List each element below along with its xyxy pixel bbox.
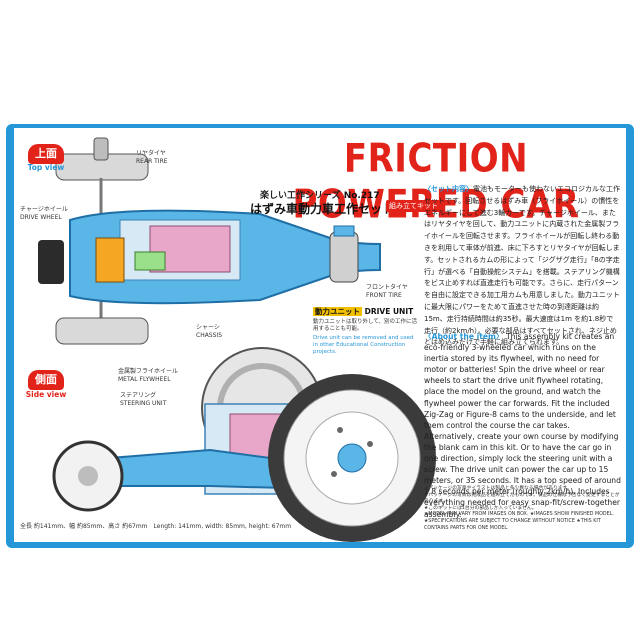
about-label: 〈About the item〉	[424, 332, 504, 341]
steering-unit-label: ステアリング STEERING UNIT	[120, 392, 166, 408]
top-view-jp: 上面	[28, 144, 64, 164]
jp-description-label: 〈セット内容〉	[424, 185, 473, 193]
jp-description: 〈セット内容〉電池もモーターも使わないエコロジカルな工作セットです。回転させるは…	[424, 184, 620, 349]
drive-wheel-label-jp: チャージホイール	[20, 206, 68, 213]
fine-print-line: ★パッケージの写真は完成品を組み立てたものです。製品の仕様は予告なく変更すること…	[424, 492, 620, 505]
drive-unit-heading-en: DRIVE UNIT	[364, 307, 414, 316]
metal-flywheel-label-en: METAL FLYWHEEL	[118, 376, 171, 383]
fine-print-line: ★パッケージの写真やイラストは製品と多少異なる場合があります。	[424, 486, 572, 491]
about-the-item: 〈About the item〉 This assembly kit creat…	[424, 331, 622, 520]
rear-tire-label-en: REAR TIRE	[136, 158, 168, 165]
about-text: This assembly kit creates an eco-friendl…	[424, 332, 621, 519]
top-view-badge: 上面 Top view	[18, 144, 74, 172]
drive-unit-note-en: Drive unit can be removed and used in ot…	[313, 335, 414, 355]
side-view-en: Side view	[25, 390, 67, 399]
series-label: 楽しい工作シリーズ No.217	[260, 188, 380, 201]
fine-print-line: ★このキットには1台分の部品しか入っていません。	[424, 505, 537, 511]
front-tire-top-shape	[329, 231, 359, 283]
kit-badge: 組み立てキット	[386, 200, 441, 212]
drive-wheel-shape	[38, 240, 64, 284]
front-tire-label-en: FRONT TIRE	[366, 292, 402, 299]
chassis-label: シャーシ CHASSIS	[196, 324, 222, 340]
drive-wheel-label-en: DRIVE WHEEL	[20, 214, 62, 221]
page-title: FRICTION POWERED CAR	[293, 136, 580, 228]
series-name: 楽しい工作シリーズ	[260, 191, 341, 201]
jp-description-text: 電池もモーターも使わないエコロジカルな工作セットです。回転させるはずみ車（フライ…	[424, 185, 620, 347]
drive-wheel-label: チャージホイール DRIVE WHEEL	[20, 206, 68, 222]
drive-unit-callout: 動力ユニット DRIVE UNIT 動力ユニットは取り外して、別の工作に活用する…	[313, 306, 420, 356]
drive-unit-heading-jp: 動力ユニット	[313, 307, 362, 316]
metal-flywheel-label-jp: 金属製フライホイール	[118, 368, 179, 375]
rear-tire-bottom-shape	[55, 317, 149, 345]
dimensions-text: 全長 約141mm、幅 約85mm、高さ 約67mm Length: 141mm…	[20, 523, 292, 530]
rear-tire-label-jp: リヤタイヤ	[136, 150, 166, 157]
top-view-en: Top view	[27, 163, 65, 172]
chassis-label-jp: シャーシ	[196, 324, 220, 331]
steering-unit-label-en: STEERING UNIT	[120, 400, 167, 407]
top-view-illustration	[38, 137, 381, 345]
front-tire-label: フロントタイヤ FRONT TIRE	[366, 284, 408, 300]
front-tire-label-jp: フロントタイヤ	[366, 284, 408, 291]
steering-unit-label-jp: ステアリング	[120, 392, 157, 399]
chassis-label-en: CHASSIS	[196, 332, 223, 339]
series-number: No.217	[343, 191, 380, 201]
side-view-jp: 側面	[28, 370, 64, 390]
drive-unit-note-jp: 動力ユニットは取り外して、別の工作に活用することも可能。	[313, 319, 418, 332]
drive-unit-heading: 動力ユニット DRIVE UNIT	[313, 306, 420, 317]
side-view-illustration	[52, 347, 436, 542]
rear-tire-label: リヤタイヤ REAR TIRE	[136, 150, 168, 166]
side-view-badge: 側面 Side view	[18, 370, 74, 400]
product-name-jp: はずみ車動力車工作セット	[250, 202, 395, 216]
fine-print-line: ★MODEL MAY VARY FROM IMAGES ON BOX. ★IMA…	[424, 512, 614, 531]
metal-flywheel-label: 金属製フライホイール METAL FLYWHEEL	[118, 368, 178, 384]
fine-print: ★パッケージの写真やイラストは製品と多少異なる場合があります。 ★パッケージの写…	[424, 486, 624, 532]
